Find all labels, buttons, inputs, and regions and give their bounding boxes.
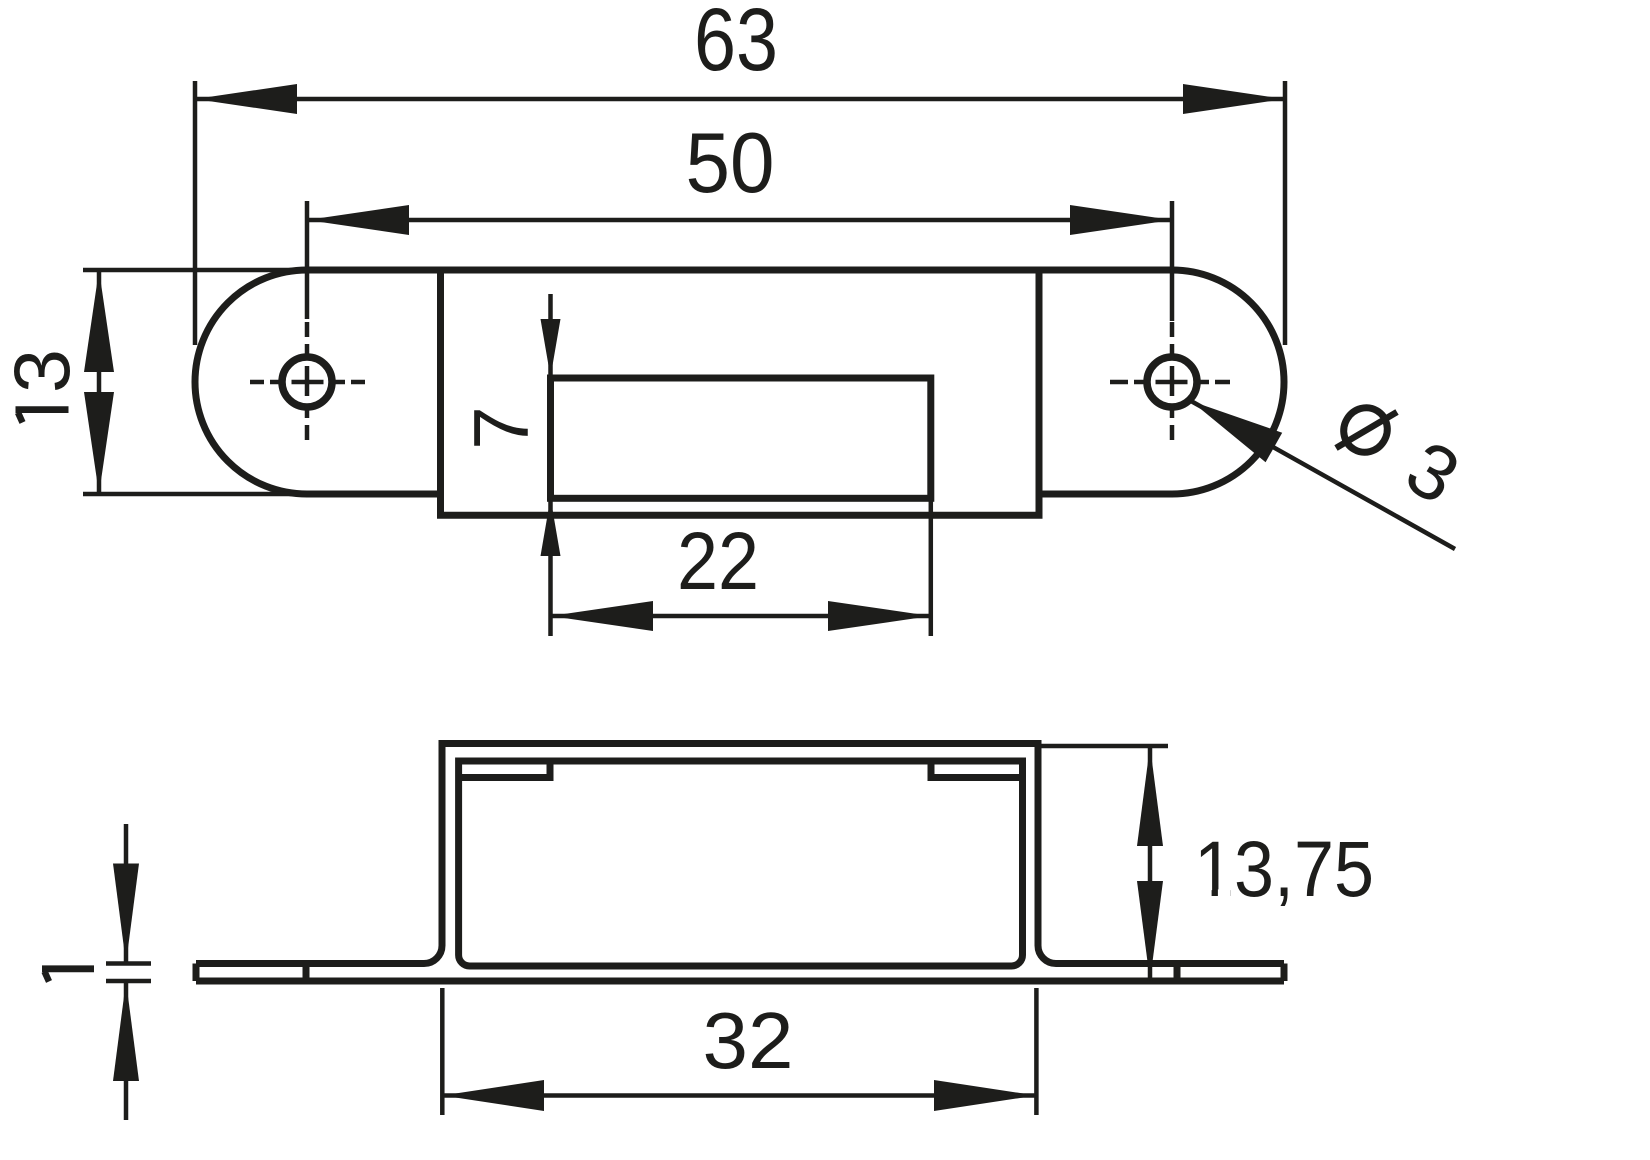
svg-text:3: 3 (0, 349, 86, 393)
svg-text:3: 3 (1392, 423, 1475, 521)
svg-text:7: 7 (457, 406, 545, 449)
svg-text:22: 22 (677, 516, 759, 607)
svg-text:50: 50 (686, 116, 775, 211)
svg-text:63: 63 (694, 0, 778, 89)
svg-text:13,75: 13,75 (1194, 824, 1374, 913)
svg-text:32: 32 (703, 996, 794, 1085)
